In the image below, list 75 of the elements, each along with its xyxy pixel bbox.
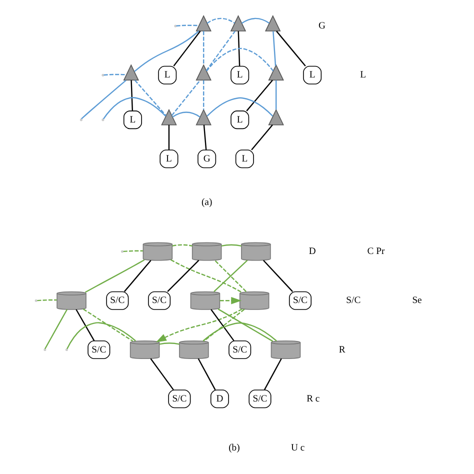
connector xyxy=(124,260,152,292)
node-tower xyxy=(196,15,212,32)
node-box: S/C xyxy=(148,291,171,310)
connector xyxy=(167,260,200,292)
connector xyxy=(276,30,306,66)
legend-label: U c xyxy=(290,442,305,454)
connector xyxy=(81,80,126,120)
node-box: S/C xyxy=(88,340,110,360)
node-box: S/C xyxy=(248,390,272,408)
node-box: S/C xyxy=(106,291,129,310)
connector xyxy=(272,31,276,66)
node-tower xyxy=(123,64,140,81)
connector xyxy=(198,358,216,390)
label: (b) xyxy=(228,442,240,454)
connector xyxy=(82,308,134,342)
connector xyxy=(221,244,242,247)
connector xyxy=(218,308,274,342)
label: D xyxy=(308,246,316,257)
connector xyxy=(176,24,199,27)
node-box: S/C xyxy=(288,291,312,310)
connector xyxy=(206,48,274,72)
connector xyxy=(134,80,167,116)
connector xyxy=(172,244,192,247)
connector xyxy=(263,260,293,292)
connector xyxy=(206,30,236,71)
connector xyxy=(203,80,204,110)
node-tower xyxy=(196,64,212,81)
connector xyxy=(66,322,136,350)
connector xyxy=(202,322,277,342)
connector xyxy=(37,299,57,302)
label: S/C xyxy=(346,295,361,306)
connector xyxy=(150,358,174,390)
connector xyxy=(170,259,242,293)
legend-label: R c xyxy=(306,393,320,404)
connector xyxy=(102,97,166,120)
connector xyxy=(173,30,201,66)
node-tower xyxy=(264,15,281,32)
connector xyxy=(204,308,245,342)
label: (a) xyxy=(201,196,212,208)
legend-label: Se xyxy=(412,295,422,306)
label: L xyxy=(360,70,366,81)
connector xyxy=(264,358,282,390)
label: G xyxy=(318,20,326,32)
connector xyxy=(159,342,180,345)
connector xyxy=(123,250,143,252)
connector xyxy=(84,259,145,293)
connector xyxy=(210,309,234,342)
node-tower xyxy=(268,64,284,81)
connector xyxy=(130,80,134,111)
node-tower xyxy=(268,108,284,126)
connector xyxy=(241,18,270,24)
node-tower xyxy=(161,108,177,126)
connector xyxy=(203,124,207,150)
connector xyxy=(206,97,274,117)
connector xyxy=(246,80,273,112)
legend-label: C Pr xyxy=(367,246,385,257)
connector xyxy=(206,18,235,24)
connector xyxy=(276,80,277,110)
node-tower xyxy=(196,108,212,126)
legend-label: R xyxy=(338,344,346,356)
connector xyxy=(104,74,126,76)
connector xyxy=(251,124,273,150)
node-box: S/C xyxy=(228,340,252,360)
node-tower xyxy=(230,15,246,32)
connector xyxy=(203,31,204,65)
connector xyxy=(76,309,95,341)
connector xyxy=(134,30,200,72)
connector xyxy=(238,31,240,66)
node-box: S/C xyxy=(168,390,191,408)
arrow xyxy=(220,296,242,304)
connector xyxy=(171,80,201,116)
connector xyxy=(44,309,68,350)
connector xyxy=(168,124,170,150)
connector xyxy=(172,112,200,118)
arrow xyxy=(156,308,242,342)
